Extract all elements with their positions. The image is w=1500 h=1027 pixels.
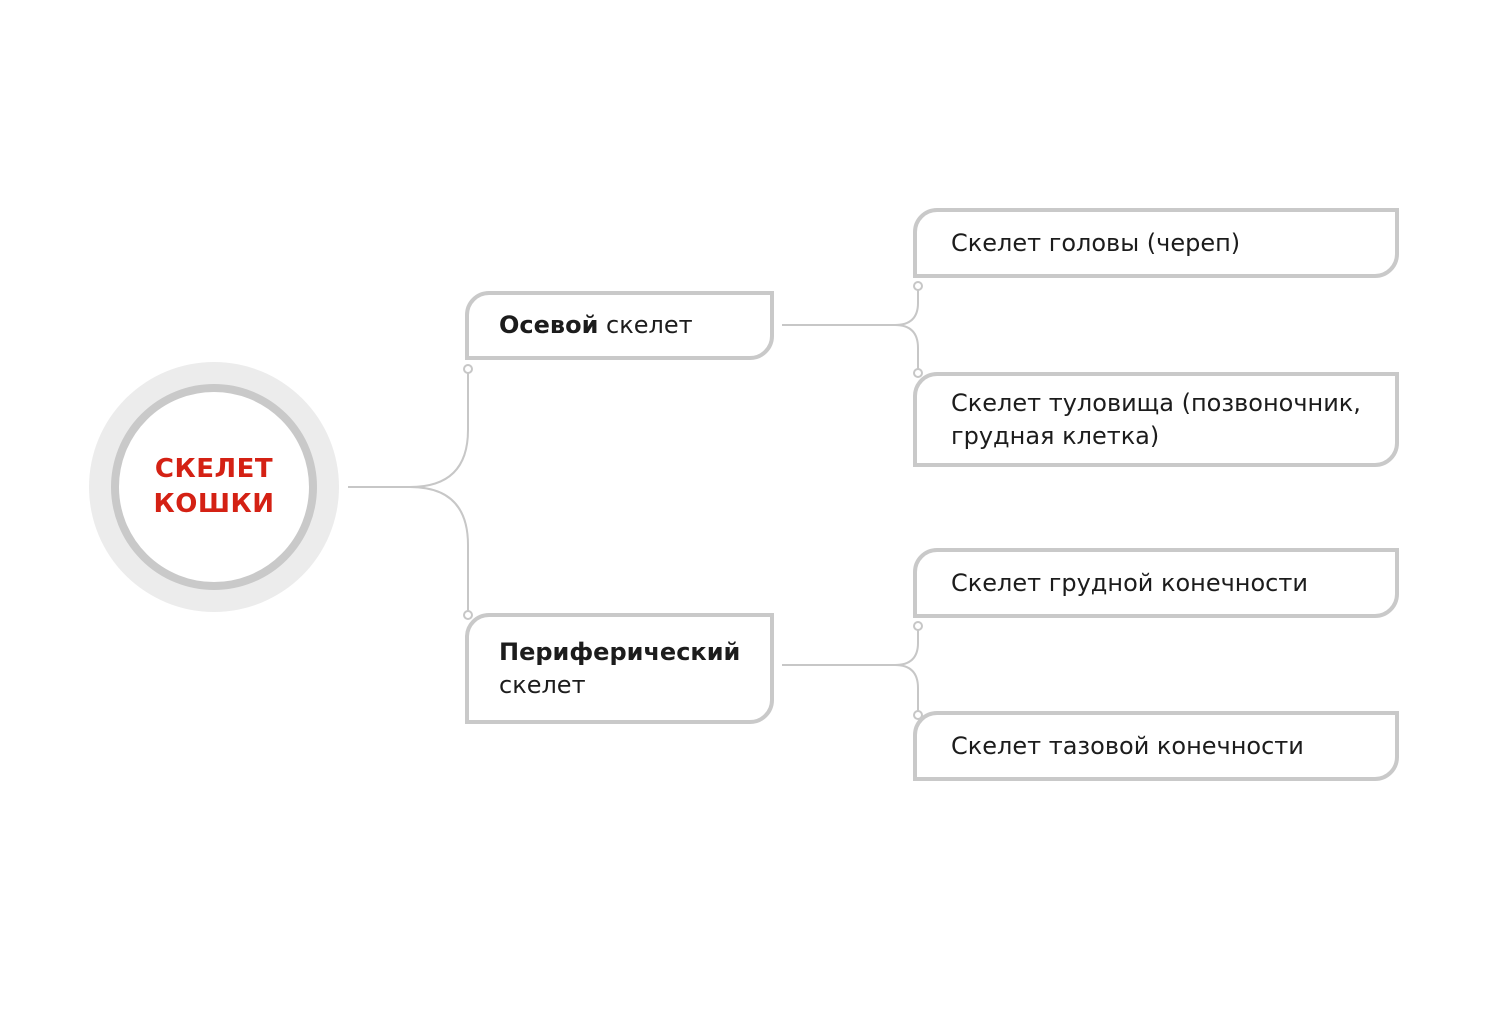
connector-dot [463,610,473,620]
node-peripheral-skeleton-label: Периферический скелет [499,636,740,702]
connector-axial-to-trunk [894,324,919,369]
node-trunk-skeleton: Скелет туловища (позвоночник, грудная кл… [913,372,1399,467]
connector-dot [463,364,473,374]
node-peripheral-bold: Периферический [499,637,741,666]
root-label-line-2: КОШКИ [153,489,275,519]
node-peripheral-rest: скелет [499,670,586,699]
node-head-skeleton-label: Скелет головы (череп) [951,228,1241,257]
node-peripheral-skeleton: Периферический скелет [465,613,774,724]
node-head-skeleton: Скелет головы (череп) [913,208,1399,278]
connector-peripheral-to-forelimb [782,630,919,666]
connector-dot [913,621,923,631]
node-axial-bold: Осевой [499,311,599,339]
node-trunk-skeleton-label: Скелет туловища (позвоночник, грудная кл… [951,388,1361,450]
node-forelimb-skeleton-label: Скелет грудной конечности [951,568,1308,597]
connector-axial-to-head [782,290,919,326]
node-hindlimb-skeleton: Скелет тазовой конечности [913,711,1399,781]
connector-peripheral-to-hindlimb [894,664,919,711]
node-axial-skeleton: Осевой скелет [465,291,774,360]
node-hindlimb-skeleton-label: Скелет тазовой конечности [951,731,1304,760]
connector-dot [913,281,923,291]
root-node: СКЕЛЕТ КОШКИ [111,384,317,590]
connector-root-to-peripheral [409,486,469,611]
node-forelimb-skeleton: Скелет грудной конечности [913,548,1399,618]
connector-dot [913,368,923,378]
node-axial-skeleton-label: Осевой скелет [499,309,693,342]
root-label-line-1: СКЕЛЕТ [154,454,274,484]
root-node-label: СКЕЛЕТ КОШКИ [154,452,275,522]
node-axial-rest: скелет [598,311,693,339]
connector-root-to-axial [348,373,469,488]
